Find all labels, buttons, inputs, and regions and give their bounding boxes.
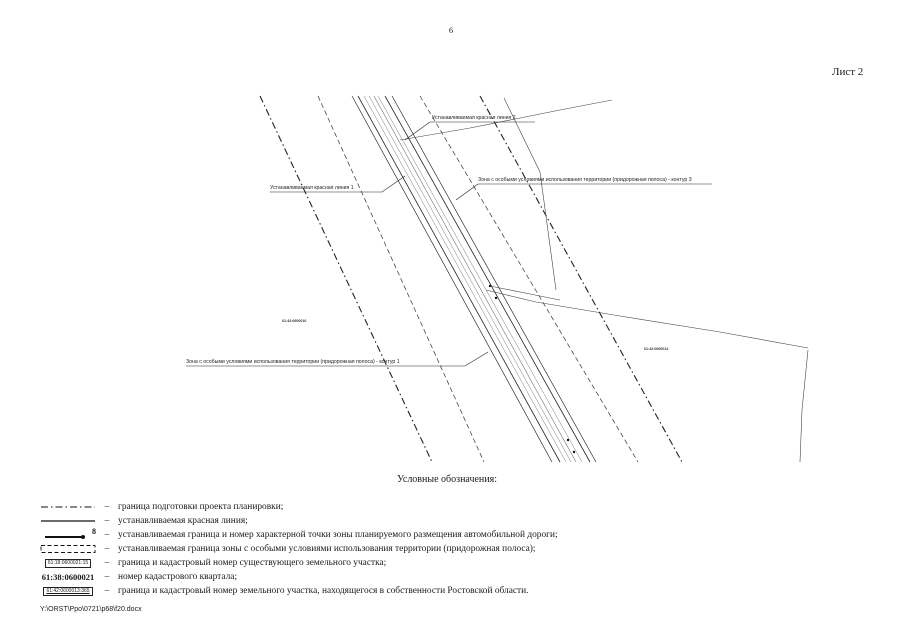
zone-boundary-right	[419, 95, 639, 463]
quarter-number-right: 61:42:0600014	[644, 347, 668, 351]
legend-item-red-line: – устанавливаемая красная линия;	[38, 514, 248, 528]
legend-item-zone-boundary: – устанавливаемая граница зоны с особыми…	[38, 542, 536, 556]
quarter-number-left: 61:42:0600016	[282, 319, 306, 323]
label-red-line-1: Устанавливаемая красная линия 1	[270, 185, 354, 191]
legend-symbol-solid-line	[38, 515, 98, 527]
legend-symbol-quarter-number: 61:38:0600021	[38, 571, 98, 583]
label-red-line-2: Устанавливаемая красная линия 2	[432, 115, 516, 121]
legend-item-project-boundary: – граница подготовки проекта планировки;	[38, 500, 283, 514]
point-marker	[488, 284, 492, 288]
legend-separator: –	[104, 586, 110, 596]
legend-separator: –	[104, 558, 110, 568]
legend-regional-parcel-number: 61:42:0600013:365	[43, 586, 93, 596]
parcel-boundary-top	[399, 99, 613, 141]
legend-title: Условные обозначения:	[397, 474, 498, 485]
legend-point-number: 8	[92, 527, 96, 536]
legend-symbol-point-line: 8	[38, 527, 98, 541]
zone-boundary-left	[317, 95, 485, 463]
planning-map: Устанавливаемая красная линия 2 Устанавл…	[186, 95, 809, 463]
leader-red-line-1	[270, 175, 406, 193]
footer-file-path: Y:\ORST\Ppo\0721\p68\f20.docx	[40, 606, 142, 613]
leader-contour-3-pointer	[455, 183, 479, 201]
point-marker	[566, 438, 570, 442]
legend-separator: –	[104, 502, 110, 512]
red-line-1	[351, 95, 553, 463]
legend-item-characteristic-point: 8 – устанавливаемая граница и номер хара…	[38, 527, 558, 542]
legend-text: граница подготовки проекта планировки;	[118, 502, 284, 512]
road-corridor	[357, 95, 591, 463]
leader-contour-1	[186, 351, 489, 367]
leader-red-line-2-pointer	[404, 121, 431, 141]
legend-symbol-dash-dot	[38, 501, 98, 513]
legend-text: устанавливаемая граница зоны с особыми у…	[118, 544, 536, 554]
legend-separator: –	[104, 572, 110, 582]
point-marker	[494, 296, 498, 300]
parcel-boundary-east	[485, 289, 809, 349]
parcel-boundary-short	[489, 285, 561, 301]
project-boundary-right	[479, 95, 683, 463]
point-marker	[572, 450, 576, 454]
label-zone-contour-3: Зона с особыми условиями использования т…	[478, 177, 692, 183]
legend-text: граница и кадастровый номер земельного у…	[118, 586, 529, 596]
parcel-boundary-right-edge	[799, 349, 809, 463]
legend-item-regional-parcel: 61:42:0600013:365 – граница и кадастровы…	[38, 584, 529, 598]
legend-text: устанавливаемая граница и номер характер…	[118, 530, 558, 540]
legend-separator: –	[104, 516, 110, 526]
legend-text: номер кадастрового квартала;	[118, 572, 238, 582]
page-number: 6	[449, 26, 453, 35]
legend-separator: –	[104, 530, 110, 540]
legend-item-existing-parcel: 61:18:0600021:15 – граница и кадастровый…	[38, 556, 386, 570]
legend-symbol-regional-box: 61:42:0600013:365	[38, 585, 98, 597]
parcel-boundary-vertical	[503, 97, 557, 291]
legend-quarter-number: 61:38:0600021	[41, 572, 95, 582]
legend-text: граница и кадастровый номер существующег…	[118, 558, 387, 568]
label-zone-contour-1: Зона с особыми условиями использования т…	[186, 359, 400, 365]
legend-symbol-parcel-box: 61:18:0600021:15	[38, 557, 98, 569]
legend-separator: –	[104, 544, 110, 554]
legend-text: устанавливаемая красная линия;	[118, 516, 248, 526]
legend-symbol-dashed-box	[38, 543, 98, 555]
legend-parcel-number: 61:18:0600021:15	[44, 558, 92, 568]
sheet-label: Лист 2	[832, 66, 864, 78]
red-line-2	[391, 95, 597, 463]
legend-item-cadastral-quarter: 61:38:0600021 – номер кадастрового кварт…	[38, 570, 237, 584]
project-boundary-left	[259, 95, 433, 463]
